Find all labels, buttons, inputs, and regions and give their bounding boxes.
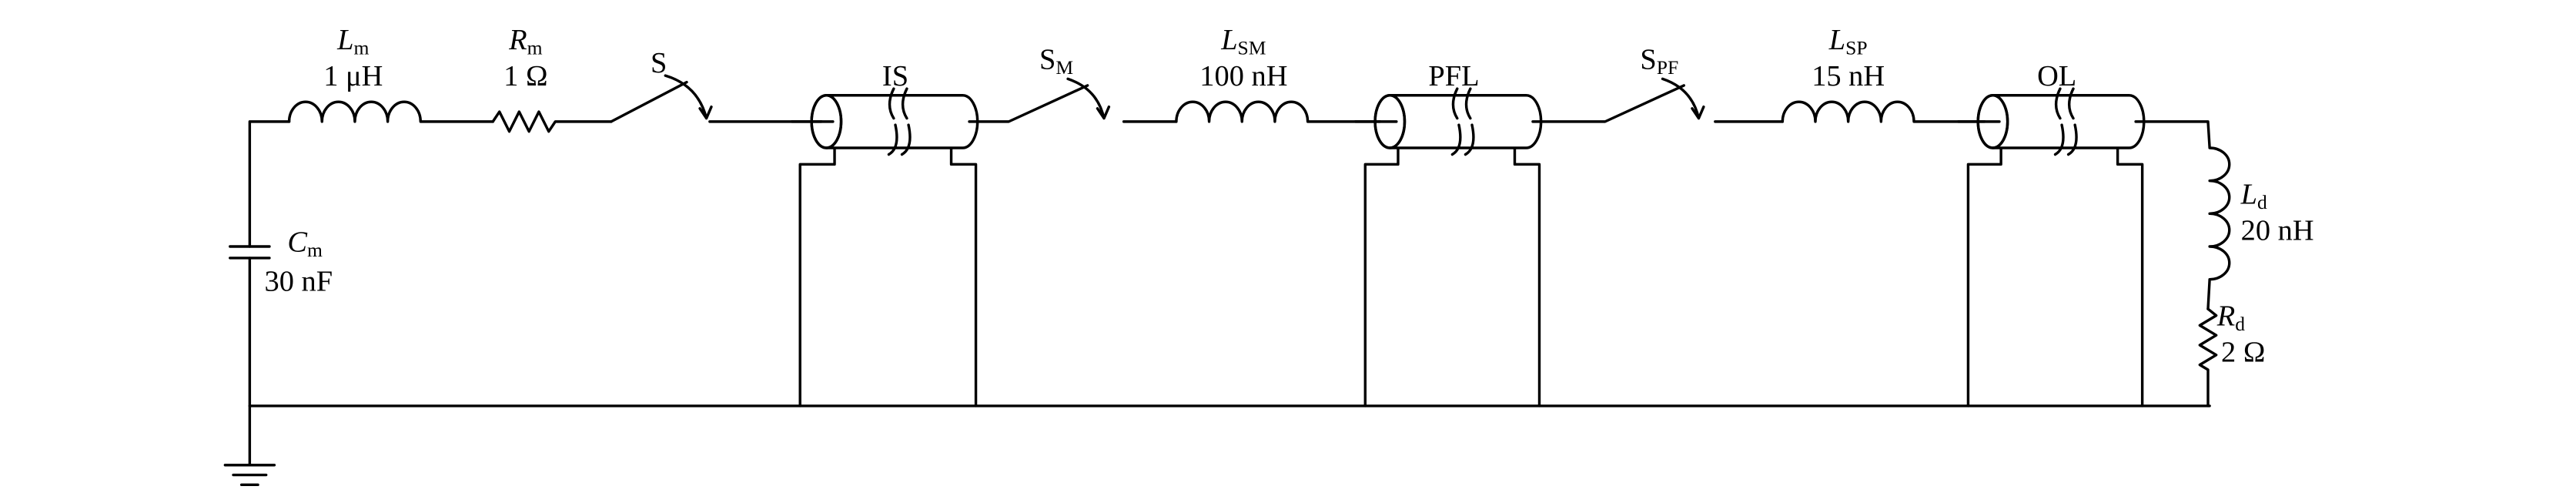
coax-line-is: [798, 87, 979, 407]
label-sm: SM: [1039, 44, 1073, 79]
label-lsm: LSM: [1220, 24, 1266, 59]
inductor-lm: [287, 100, 494, 123]
resistor-rm: [491, 110, 613, 133]
capacitor-cm: [229, 245, 271, 260]
coax-line-pfl: [1363, 87, 1543, 407]
label-spf: SPF: [1640, 44, 1678, 79]
switch-s: [610, 74, 823, 123]
value-rm: 1 Ω: [503, 60, 547, 92]
wires: [223, 74, 2231, 487]
resistor-rd: [2198, 307, 2218, 407]
switch-spf: [1531, 77, 1785, 123]
value-rd: 2 Ω: [2221, 336, 2265, 368]
coax-input-is: [790, 94, 843, 149]
label-s: S: [651, 47, 667, 79]
label-ld: Ld: [2240, 179, 2267, 213]
value-ld: 20 nH: [2241, 214, 2314, 246]
coax-input-ol: [1956, 94, 2009, 149]
value-lm: 1 μH: [323, 60, 383, 92]
label-rm: Rm: [508, 24, 542, 59]
wire-left: [248, 120, 291, 407]
label-lm: Lm: [336, 24, 369, 59]
label-is: IS: [882, 60, 908, 92]
inductor-lsp: [1781, 100, 1986, 123]
value-lsm: 100 nH: [1199, 60, 1287, 92]
coax-input-pfl: [1353, 94, 1407, 149]
ground-icon: [223, 404, 276, 487]
label-cm: Cm: [287, 226, 323, 260]
switch-sm: [968, 77, 1178, 123]
inductor-lsm: [1175, 100, 1382, 123]
label-rd: Rd: [2216, 300, 2245, 334]
value-cm: 30 nF: [265, 266, 333, 298]
transmission-lines: [790, 87, 2146, 407]
coax-line-ol: [1966, 87, 2146, 407]
label-lsp: LSP: [1828, 24, 1868, 59]
label-pfl: PFL: [1428, 60, 1479, 92]
value-lsp: 15 nH: [1812, 60, 1885, 92]
inductor-ld: [2134, 120, 2231, 310]
label-ol: OL: [2037, 60, 2076, 92]
